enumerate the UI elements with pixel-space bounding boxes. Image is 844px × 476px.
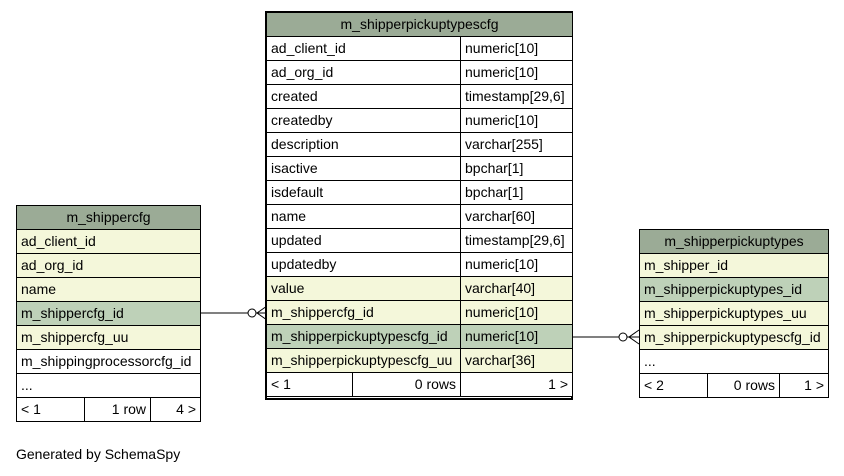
column-name: value xyxy=(266,276,461,301)
column-name: ad_client_id xyxy=(266,36,461,61)
column-name: updated xyxy=(266,228,461,253)
crowfoot-circle-left xyxy=(247,308,257,318)
column-type: numeric[10] xyxy=(459,36,574,61)
column-name: ad_org_id xyxy=(266,60,461,85)
column-type: numeric[10] xyxy=(459,252,574,277)
generated-by-text: Generated by SchemaSpy xyxy=(16,446,181,462)
table-title[interactable]: m_shippercfg xyxy=(16,205,201,230)
column-type: numeric[10] xyxy=(459,300,574,325)
column-name: m_shippercfg_uu xyxy=(16,325,201,350)
column-row[interactable]: m_shipperpickuptypes_id xyxy=(638,277,830,302)
children-link[interactable]: 1 > xyxy=(778,373,830,398)
column-name: created xyxy=(266,84,461,109)
column-row[interactable]: ad_client_id xyxy=(16,229,201,254)
parents-link[interactable]: < 1 xyxy=(266,372,353,397)
column-type: varchar[40] xyxy=(459,276,574,301)
table-title[interactable]: m_shipperpickuptypescfg xyxy=(265,12,574,37)
column-name: updatedby xyxy=(266,252,461,277)
column-type: numeric[10] xyxy=(459,108,574,133)
column-type: numeric[10] xyxy=(459,324,574,349)
column-type: timestamp[29,6] xyxy=(459,228,574,253)
column-type: varchar[255] xyxy=(459,132,574,157)
column-name: ad_client_id xyxy=(16,229,201,254)
column-row[interactable]: m_shipperpickuptypes_uu xyxy=(638,301,830,326)
row-count: 0 rows xyxy=(352,372,461,397)
column-row[interactable]: m_shippingprocessorcfg_id xyxy=(16,349,201,374)
column-name: m_shipperpickuptypescfg_id xyxy=(266,324,461,349)
column-name: m_shipperpickuptypescfg_uu xyxy=(266,348,461,373)
column-name: name xyxy=(266,204,461,229)
column-type: bpchar[1] xyxy=(459,156,574,181)
column-name: m_shipperpickuptypes_uu xyxy=(638,301,830,326)
column-name: m_shipperpickuptypescfg_id xyxy=(638,325,830,350)
column-name: ad_org_id xyxy=(16,253,201,278)
column-type: varchar[36] xyxy=(459,348,574,373)
column-name: isactive xyxy=(266,156,461,181)
column-row[interactable]: name xyxy=(16,277,201,302)
column-name: name xyxy=(16,277,201,302)
column-row[interactable]: m_shipperpickuptypescfg_id xyxy=(638,325,830,350)
column-name: m_shippercfg_id xyxy=(266,300,461,325)
column-row[interactable]: ad_org_id xyxy=(16,253,201,278)
column-name: m_shipperpickuptypes_id xyxy=(638,277,830,302)
column-name: isdefault xyxy=(266,180,461,205)
row-count: 0 rows xyxy=(707,373,780,398)
column-name: m_shippingprocessorcfg_id xyxy=(16,349,201,374)
column-type: varchar[60] xyxy=(459,204,574,229)
row-count: 1 row xyxy=(84,397,151,422)
column-name: createdby xyxy=(266,108,461,133)
column-row[interactable]: m_shippercfg_uu xyxy=(16,325,201,350)
column-name: ... xyxy=(638,349,830,374)
column-type: bpchar[1] xyxy=(459,180,574,205)
table-title[interactable]: m_shipperpickuptypes xyxy=(638,229,830,254)
parents-link[interactable]: < 2 xyxy=(639,373,708,398)
parents-link[interactable]: < 1 xyxy=(16,397,85,422)
column-row[interactable]: ... xyxy=(16,373,201,398)
crowfoot-left xyxy=(256,305,268,321)
crowfoot-circle-right xyxy=(618,332,628,342)
column-name: ... xyxy=(16,373,201,398)
column-type: numeric[10] xyxy=(459,60,574,85)
column-type: timestamp[29,6] xyxy=(459,84,574,109)
column-name: description xyxy=(266,132,461,157)
column-name: m_shipper_id xyxy=(638,253,830,278)
children-link[interactable]: 1 > xyxy=(459,372,574,397)
column-row[interactable]: m_shippercfg_id xyxy=(16,301,201,326)
column-row[interactable]: ... xyxy=(638,349,830,374)
children-link[interactable]: 4 > xyxy=(150,397,201,422)
column-row[interactable]: m_shipper_id xyxy=(638,253,830,278)
crowfoot-right xyxy=(628,329,640,345)
column-name: m_shippercfg_id xyxy=(16,301,201,326)
